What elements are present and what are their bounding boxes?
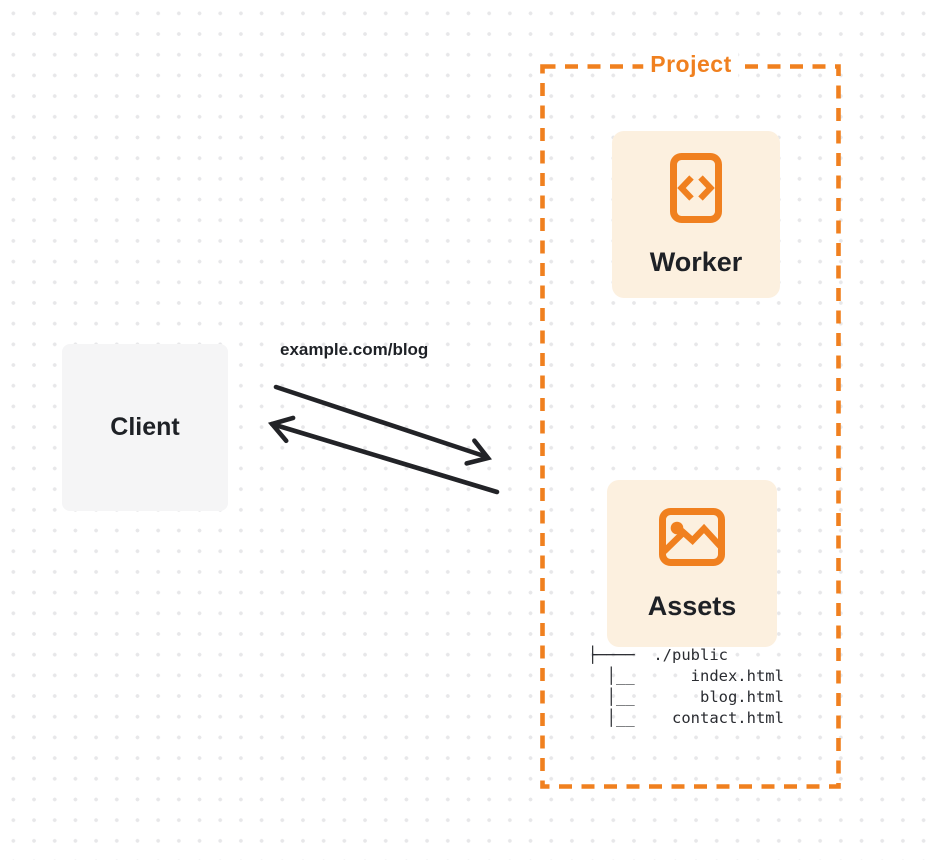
request-arrow xyxy=(273,384,492,466)
request-url-label: example.com/blog xyxy=(280,340,429,359)
code-file-icon xyxy=(670,153,722,223)
project-label: Project xyxy=(643,50,739,78)
assets-file-tree: ├──── ./public │__ index.html │__ blog.h… xyxy=(588,646,784,727)
assets-label: Assets xyxy=(647,590,737,621)
response-arrowhead-icon xyxy=(267,415,296,444)
worker-label: Worker xyxy=(649,247,743,277)
worker-node: Worker xyxy=(612,131,780,298)
client-label: Client xyxy=(110,413,180,441)
assets-node: Assets xyxy=(607,480,777,647)
response-arrow xyxy=(267,415,500,495)
request-arrowhead-icon xyxy=(464,438,492,466)
image-icon xyxy=(659,507,725,566)
client-node: Client xyxy=(62,344,228,511)
